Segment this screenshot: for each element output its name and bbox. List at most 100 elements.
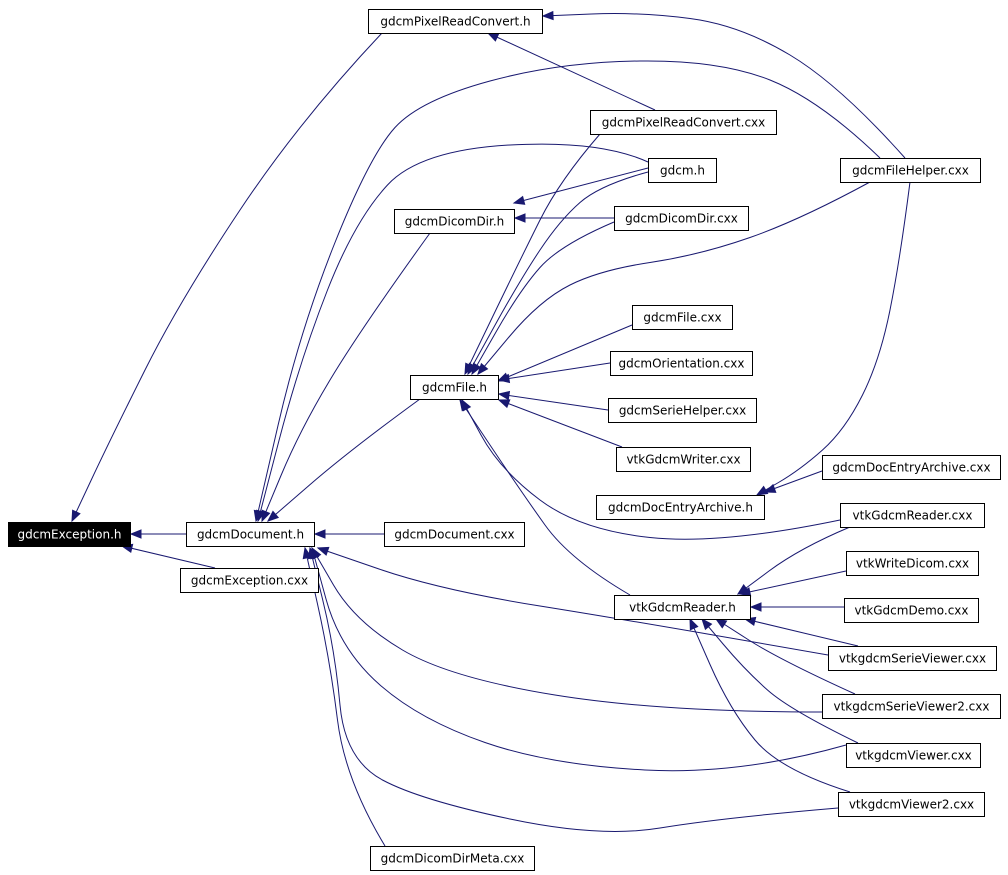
node-gdcm-h[interactable]: gdcm.h bbox=[648, 158, 717, 183]
edge-arrowhead bbox=[541, 10, 554, 21]
edge-arrowhead bbox=[316, 546, 330, 556]
node-pixelreadconvert-cxx[interactable]: gdcmPixelReadConvert.cxx bbox=[590, 110, 777, 135]
node-box bbox=[8, 522, 131, 547]
node-vtkgdcmviewer2-cxx[interactable]: vtkgdcmViewer2.cxx bbox=[838, 792, 985, 817]
node-box bbox=[394, 209, 515, 234]
edge-arrowhead bbox=[477, 362, 489, 376]
node-label: gdcmOrientation.cxx bbox=[619, 357, 745, 371]
node-box bbox=[648, 158, 717, 183]
node-box bbox=[838, 792, 985, 817]
edge-arrowhead bbox=[307, 546, 318, 560]
node-box bbox=[632, 305, 733, 330]
edge-arrowhead bbox=[129, 529, 142, 539]
node-label: gdcmDocument.h bbox=[197, 528, 304, 542]
edge-filehelper_cxx-to-pixelreadconvert_h bbox=[541, 10, 906, 159]
node-box bbox=[828, 646, 997, 671]
edge-exception_cxx-to-exception_h bbox=[120, 543, 216, 569]
node-label: gdcmException.h bbox=[18, 528, 122, 542]
edge-line bbox=[261, 232, 431, 522]
edge-line bbox=[739, 570, 847, 595]
edge-line bbox=[701, 618, 859, 744]
edge-arrowhead bbox=[459, 398, 470, 412]
node-exception-h[interactable]: gdcmException.h bbox=[8, 522, 131, 547]
edge-gdcm_h-to-file_h bbox=[467, 171, 649, 376]
node-exception-cxx[interactable]: gdcmException.cxx bbox=[180, 568, 319, 593]
node-label: vtkWriteDicom.cxx bbox=[856, 557, 969, 571]
node-vtkgdcmviewer-cxx[interactable]: vtkgdcmViewer.cxx bbox=[846, 743, 981, 768]
node-file-h[interactable]: gdcmFile.h bbox=[410, 375, 499, 400]
edge-docentryarchive_cxx-to-docentryarchive_h bbox=[763, 470, 823, 493]
edge-arrowhead bbox=[486, 32, 500, 42]
edge-line bbox=[309, 547, 839, 832]
edge-arrowhead bbox=[71, 509, 81, 523]
node-document-cxx[interactable]: gdcmDocument.cxx bbox=[384, 522, 525, 547]
node-vtkwritedicom-cxx[interactable]: vtkWriteDicom.cxx bbox=[846, 551, 979, 576]
edge-line bbox=[497, 324, 633, 382]
node-vtkgdcmserieviewer2-cxx[interactable]: vtkgdcmSerieViewer2.cxx bbox=[822, 694, 1001, 719]
node-vtkgdcmreader-cxx[interactable]: vtkGdcmReader.cxx bbox=[840, 503, 985, 528]
node-dicomdirmeta-cxx[interactable]: gdcmDicomDirMeta.cxx bbox=[370, 846, 535, 871]
node-label: gdcmDicomDir.h bbox=[405, 215, 505, 229]
node-orientation-cxx[interactable]: gdcmOrientation.cxx bbox=[610, 351, 753, 376]
edge-line bbox=[311, 547, 823, 713]
node-box bbox=[370, 846, 535, 871]
node-pixelreadconvert-h[interactable]: gdcmPixelReadConvert.h bbox=[368, 9, 543, 34]
node-label: vtkGdcmDemo.cxx bbox=[854, 604, 968, 618]
edge-pixelreadconvert_cxx-to-file_h bbox=[464, 133, 601, 376]
edge-line bbox=[477, 181, 871, 375]
node-dicomdir-cxx[interactable]: gdcmDicomDir.cxx bbox=[614, 206, 749, 231]
nodes-layer: gdcmException.h gdcmDocument.h gdcmExcepti… bbox=[8, 9, 1001, 871]
edge-pixelreadconvert_cxx-to-pixelreadconvert_h bbox=[486, 32, 656, 111]
edge-line bbox=[715, 618, 856, 695]
node-box bbox=[180, 568, 319, 593]
node-file-cxx[interactable]: gdcmFile.cxx bbox=[632, 305, 733, 330]
edge-line bbox=[498, 362, 611, 381]
edge-document_cxx-to-document_h bbox=[313, 529, 384, 539]
node-vtkgdcmreader-h[interactable]: vtkGdcmReader.h bbox=[614, 595, 751, 620]
node-label: vtkgdcmViewer2.cxx bbox=[849, 798, 974, 812]
node-docentryarchive-h[interactable]: gdcmDocEntryArchive.h bbox=[596, 495, 765, 520]
node-box bbox=[822, 694, 1001, 719]
node-filehelper-cxx[interactable]: gdcmFileHelper.cxx bbox=[840, 158, 981, 183]
edge-filehelper_cxx-to-docentryarchive_h bbox=[755, 181, 911, 496]
edge-line bbox=[267, 398, 421, 522]
edge-line bbox=[255, 60, 881, 522]
node-label: vtkGdcmReader.h bbox=[629, 601, 736, 615]
edge-arrowhead bbox=[497, 390, 511, 401]
edge-line bbox=[311, 547, 847, 772]
node-label: vtkGdcmWriter.cxx bbox=[626, 453, 740, 467]
node-box bbox=[614, 595, 751, 620]
edge-arrowhead bbox=[497, 373, 511, 384]
node-label: gdcmPixelReadConvert.cxx bbox=[602, 116, 766, 130]
edge-line bbox=[461, 399, 841, 540]
node-vtkgdcmdemo-cxx[interactable]: vtkGdcmDemo.cxx bbox=[844, 598, 979, 623]
node-vtkgdcmwriter-cxx[interactable]: vtkGdcmWriter.cxx bbox=[616, 447, 751, 472]
edge-dicomdir_cxx-to-file_h bbox=[471, 221, 615, 376]
node-label: gdcmFile.cxx bbox=[643, 311, 721, 325]
edge-gdcm_h-to-dicomdir_h bbox=[512, 167, 649, 205]
edge-arrowhead bbox=[313, 529, 326, 539]
node-label: gdcmDicomDir.cxx bbox=[625, 212, 738, 226]
node-label: gdcm.h bbox=[660, 164, 705, 178]
node-box bbox=[590, 110, 777, 135]
edge-arrowhead bbox=[749, 602, 762, 612]
node-document-h[interactable]: gdcmDocument.h bbox=[186, 522, 315, 547]
edge-vtkgdcmserieviewer_cxx-to-vtkgdcmreader_h bbox=[743, 616, 859, 647]
node-vtkgdcmserieviewer-cxx[interactable]: vtkgdcmSerieViewer.cxx bbox=[828, 646, 997, 671]
edge-arrowhead bbox=[689, 617, 699, 631]
edge-line bbox=[498, 399, 623, 448]
node-docentryarchive-cxx[interactable]: gdcmDocEntryArchive.cxx bbox=[822, 455, 1001, 480]
node-box bbox=[410, 375, 499, 400]
edge-filehelper_cxx-to-file_h bbox=[477, 181, 871, 376]
node-dicomdir-h[interactable]: gdcmDicomDir.h bbox=[394, 209, 515, 234]
node-box bbox=[846, 743, 981, 768]
node-box bbox=[596, 495, 765, 520]
node-box bbox=[614, 206, 749, 231]
edge-line bbox=[257, 143, 649, 522]
node-seriehelper-cxx[interactable]: gdcmSerieHelper.cxx bbox=[608, 398, 757, 423]
node-box bbox=[840, 503, 985, 528]
node-box bbox=[384, 522, 525, 547]
node-box bbox=[610, 351, 753, 376]
node-label: vtkGdcmReader.cxx bbox=[853, 509, 973, 523]
